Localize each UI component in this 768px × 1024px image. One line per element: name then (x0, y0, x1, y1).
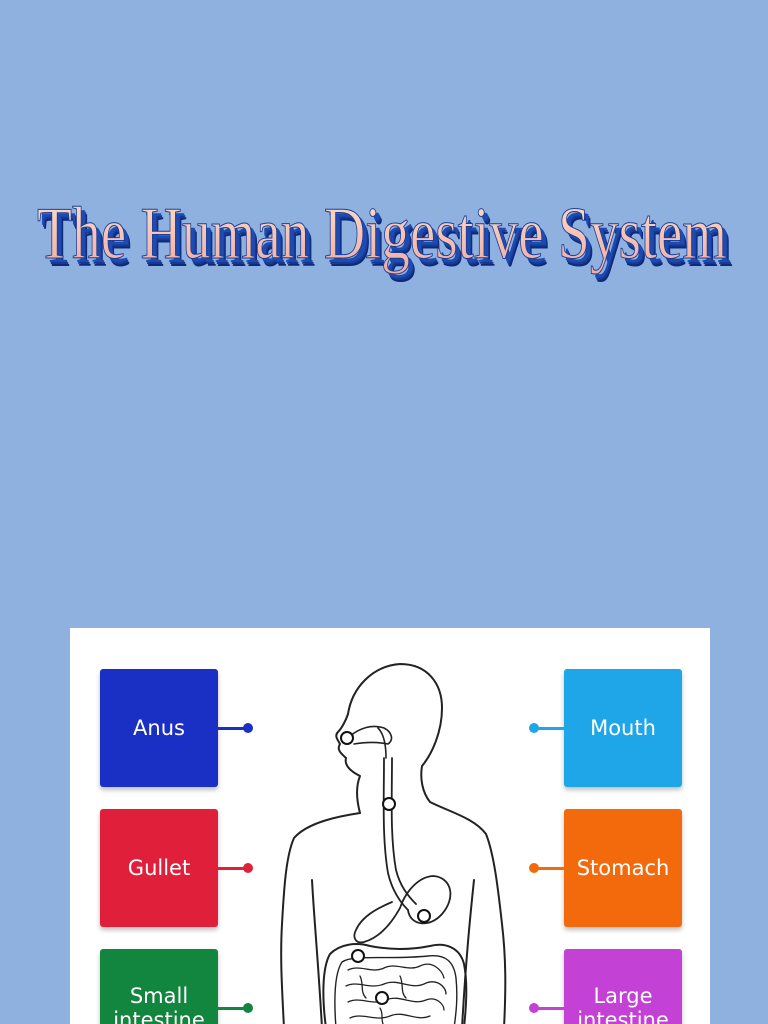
marker-small-intestine[interactable] (351, 949, 365, 963)
label-small-intestine-text: Small intestine (113, 984, 205, 1024)
label-gullet-text: Gullet (127, 856, 191, 880)
body-outline-left (280, 812, 361, 1024)
marker-stomach[interactable] (417, 909, 431, 923)
label-anus-text: Anus (133, 716, 185, 740)
label-anus[interactable]: Anus (100, 669, 218, 787)
dot-large-intestine[interactable] (529, 1003, 539, 1013)
diagram-panel: Anus Gullet Small intestine Mouth Stomac… (70, 628, 710, 1024)
dot-mouth[interactable] (529, 723, 539, 733)
human-body-illustration (280, 663, 507, 1024)
label-mouth-text: Mouth (590, 716, 656, 740)
marker-mouth[interactable] (340, 731, 354, 745)
body-outline (335, 663, 507, 1024)
dot-anus[interactable] (243, 723, 253, 733)
dot-gullet[interactable] (243, 863, 253, 873)
connector-gullet (218, 867, 248, 870)
oesophagus (382, 757, 409, 911)
connector-small-intestine (218, 1007, 248, 1010)
pharynx (377, 727, 387, 759)
mouth-cavity (349, 725, 393, 745)
oesophagus-2 (390, 757, 417, 905)
connector-large-intestine (534, 1007, 564, 1010)
large-intestine-shape (322, 943, 468, 1024)
label-stomach[interactable]: Stomach (564, 809, 682, 927)
arm-line-right (461, 879, 475, 1024)
large-intestine-inner (334, 955, 458, 1024)
label-mouth[interactable]: Mouth (564, 669, 682, 787)
page-title: The Human Digestive System (37, 193, 727, 275)
title-area: The Human Digestive System The Human Dig… (0, 140, 768, 290)
title-shadow-1: The Human Digestive System (41, 197, 731, 279)
connector-mouth (534, 727, 564, 730)
title-wordart: The Human Digestive System The Human Dig… (37, 193, 734, 284)
label-stomach-text: Stomach (576, 856, 670, 880)
label-large-intestine-text: Large intestine (577, 984, 669, 1024)
title-shadow-2: The Human Digestive System (42, 199, 732, 281)
marker-gullet[interactable] (382, 797, 396, 811)
label-large-intestine[interactable]: Large intestine (564, 949, 682, 1024)
stomach-shape (353, 875, 452, 944)
dot-small-intestine[interactable] (243, 1003, 253, 1013)
marker-large-intestine[interactable] (375, 991, 389, 1005)
arm-line-left (311, 879, 323, 1024)
title-shadow-3: The Human Digestive System (43, 201, 733, 283)
dot-stomach[interactable] (529, 863, 539, 873)
label-gullet[interactable]: Gullet (100, 809, 218, 927)
connector-anus (218, 727, 248, 730)
small-intestine-coils (345, 963, 447, 1024)
connector-stomach (534, 867, 564, 870)
label-small-intestine[interactable]: Small intestine (100, 949, 218, 1024)
